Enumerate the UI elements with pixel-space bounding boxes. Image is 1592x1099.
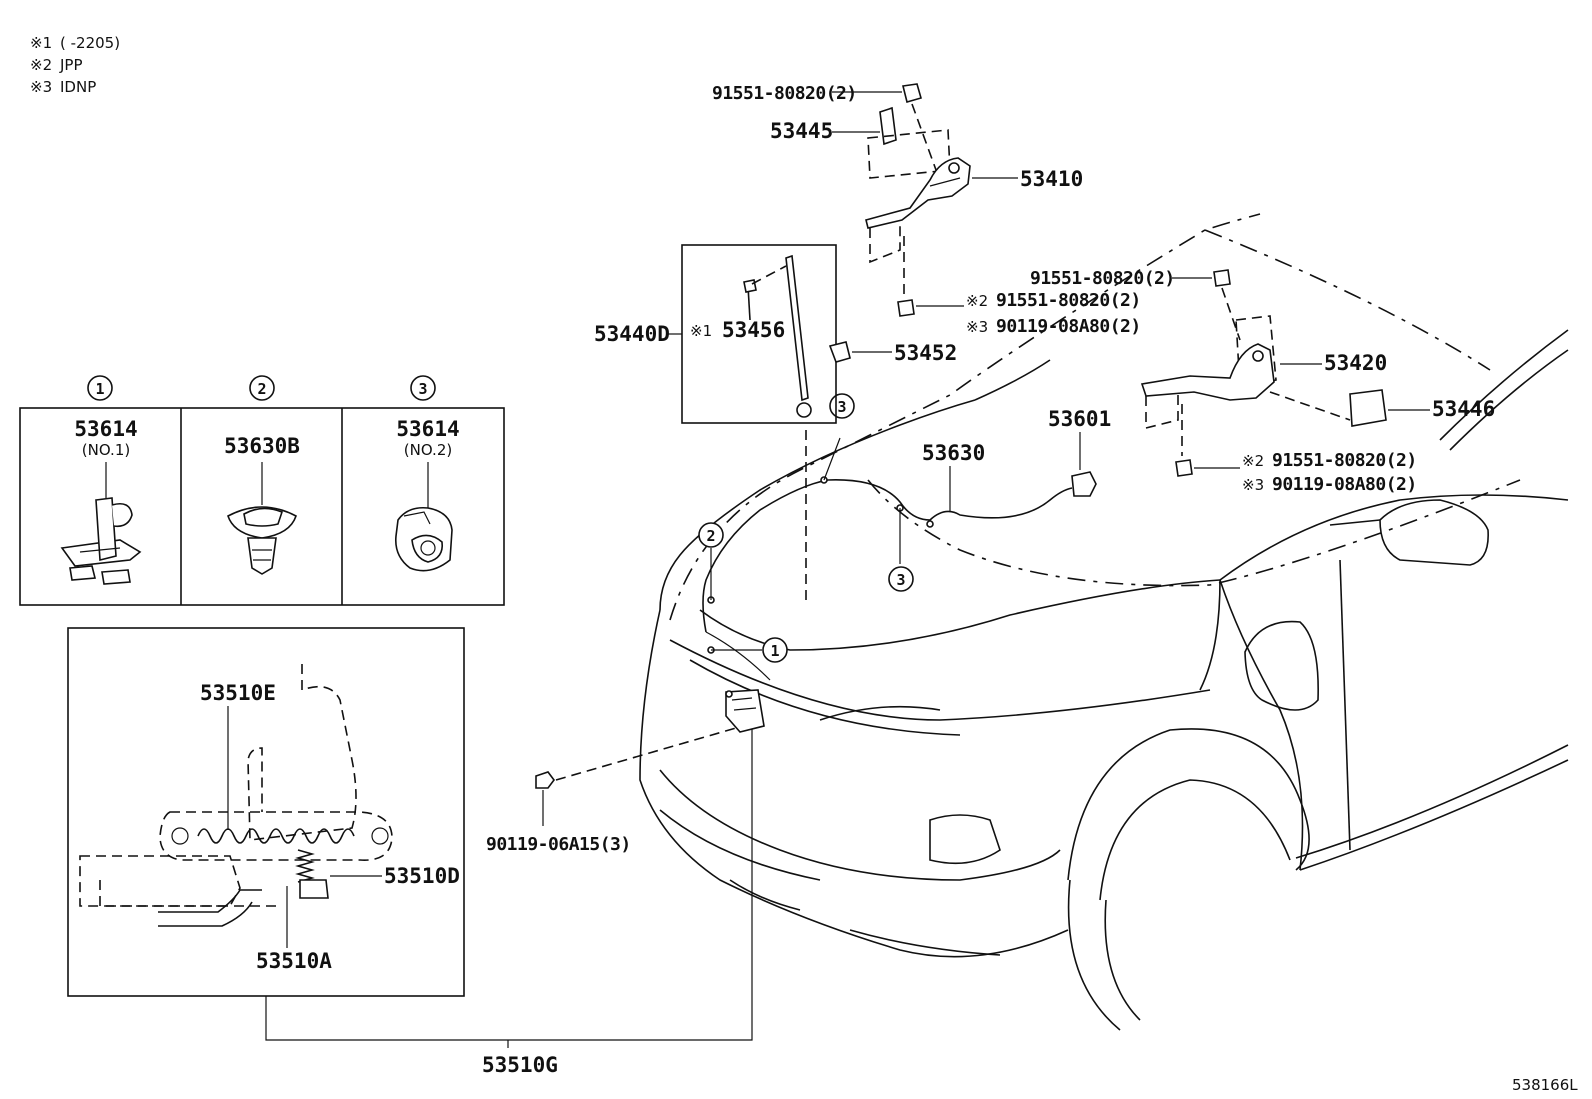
clip-legend-frame [19,407,505,606]
left-hinge: 91551-80820(2) 53445 53410 ※2 91551-8082… [712,83,1141,337]
note-1-text: ( -2205) [60,34,120,52]
label-bolt-latch: 90119-06A15(3) [486,834,631,855]
label-53510a: 53510A [256,949,332,973]
label-bolt-left-2-mark: ※2 [966,292,988,310]
callout-2: 2 [706,527,715,545]
callout-circle-2 [698,522,724,548]
legend-part-3: 53614 [396,417,459,441]
part-53446-drawing [1349,389,1387,427]
part-53452: 53452 [828,341,957,365]
latch-on-vehicle [725,689,765,733]
note-3-mark: ※3 [30,78,52,96]
label-53456: 53456 [722,318,785,342]
legend-part-2: 53630B [224,434,300,458]
vehicle-outline [639,213,1569,1031]
label-53601: 53601 [1048,407,1111,431]
label-53456-mark: ※1 [690,322,712,340]
callout-3a: 3 [837,398,846,416]
clip-53614-no1-drawing [60,497,142,585]
label-bolt-right-top: 91551-80820(2) [1030,268,1175,289]
label-bolt-right-2: 91551-80820(2) [1272,450,1417,471]
label-bolt-top: 91551-80820(2) [712,83,857,104]
label-53510d: 53510D [384,864,460,888]
right-hinge: 91551-80820(2) 53420 53446 ※2 91551-8082… [1030,268,1495,495]
label-bolt-right-3-mark: ※3 [1242,476,1264,494]
label-bolt-right-3: 90119-08A80(2) [1272,474,1417,495]
callout-circle-3b [888,566,914,592]
label-bolt-left-3: 90119-08A80(2) [996,316,1141,337]
notes-block: ※1 ( -2205) ※2 JPP ※3 IDNP [30,34,120,96]
legend-circle-3 [410,375,436,401]
legend-sub-3: (NO.2) [404,441,452,459]
note-2-text: JPP [59,56,83,74]
illustration-code: 538166L [1512,1076,1578,1094]
label-53446: 53446 [1432,397,1495,421]
clip-53614-no2-drawing [394,506,453,572]
legend-index-3: 3 [418,380,427,398]
callout-circle-1 [762,637,788,663]
legend-part-1: 53614 [74,417,137,441]
clip-legend: 1 2 3 53614 (NO.1) 53630B 53614 (NO.2) [19,375,505,606]
part-53601-drawing [1071,471,1097,497]
legend-index-1: 1 [95,380,104,398]
legend-circle-1 [87,375,113,401]
label-bolt-left-2: 91551-80820(2) [996,290,1141,311]
label-53420: 53420 [1324,351,1387,375]
support-rod-box: 53440D ※1 53456 [594,244,837,600]
label-53630: 53630 [922,441,985,465]
legend-circle-2 [249,375,275,401]
note-3-text: IDNP [60,78,96,96]
label-53452: 53452 [894,341,957,365]
label-53410: 53410 [1020,167,1083,191]
note-2-mark: ※2 [30,56,52,74]
label-53440d: 53440D [594,322,670,346]
callout-3b: 3 [896,571,905,589]
hood-cable: 3 3 2 1 53630 53601 [698,393,1111,681]
note-1-mark: ※1 [30,34,52,52]
latch-bolt: 90119-06A15(3) [486,727,737,855]
label-bolt-left-3-mark: ※3 [966,318,988,336]
legend-sub-1: (NO.1) [82,441,130,459]
clip-53630b-drawing [227,506,297,575]
callout-1: 1 [770,642,779,660]
latch-assembly-leader: 53510G [265,728,753,1077]
label-bolt-right-2-mark: ※2 [1242,452,1264,470]
legend-index-2: 2 [257,380,266,398]
label-53445: 53445 [770,119,833,143]
label-53510g: 53510G [482,1053,558,1077]
latch-detail: 53510E 53510D 53510A [67,627,465,997]
label-53510e: 53510E [200,681,276,705]
